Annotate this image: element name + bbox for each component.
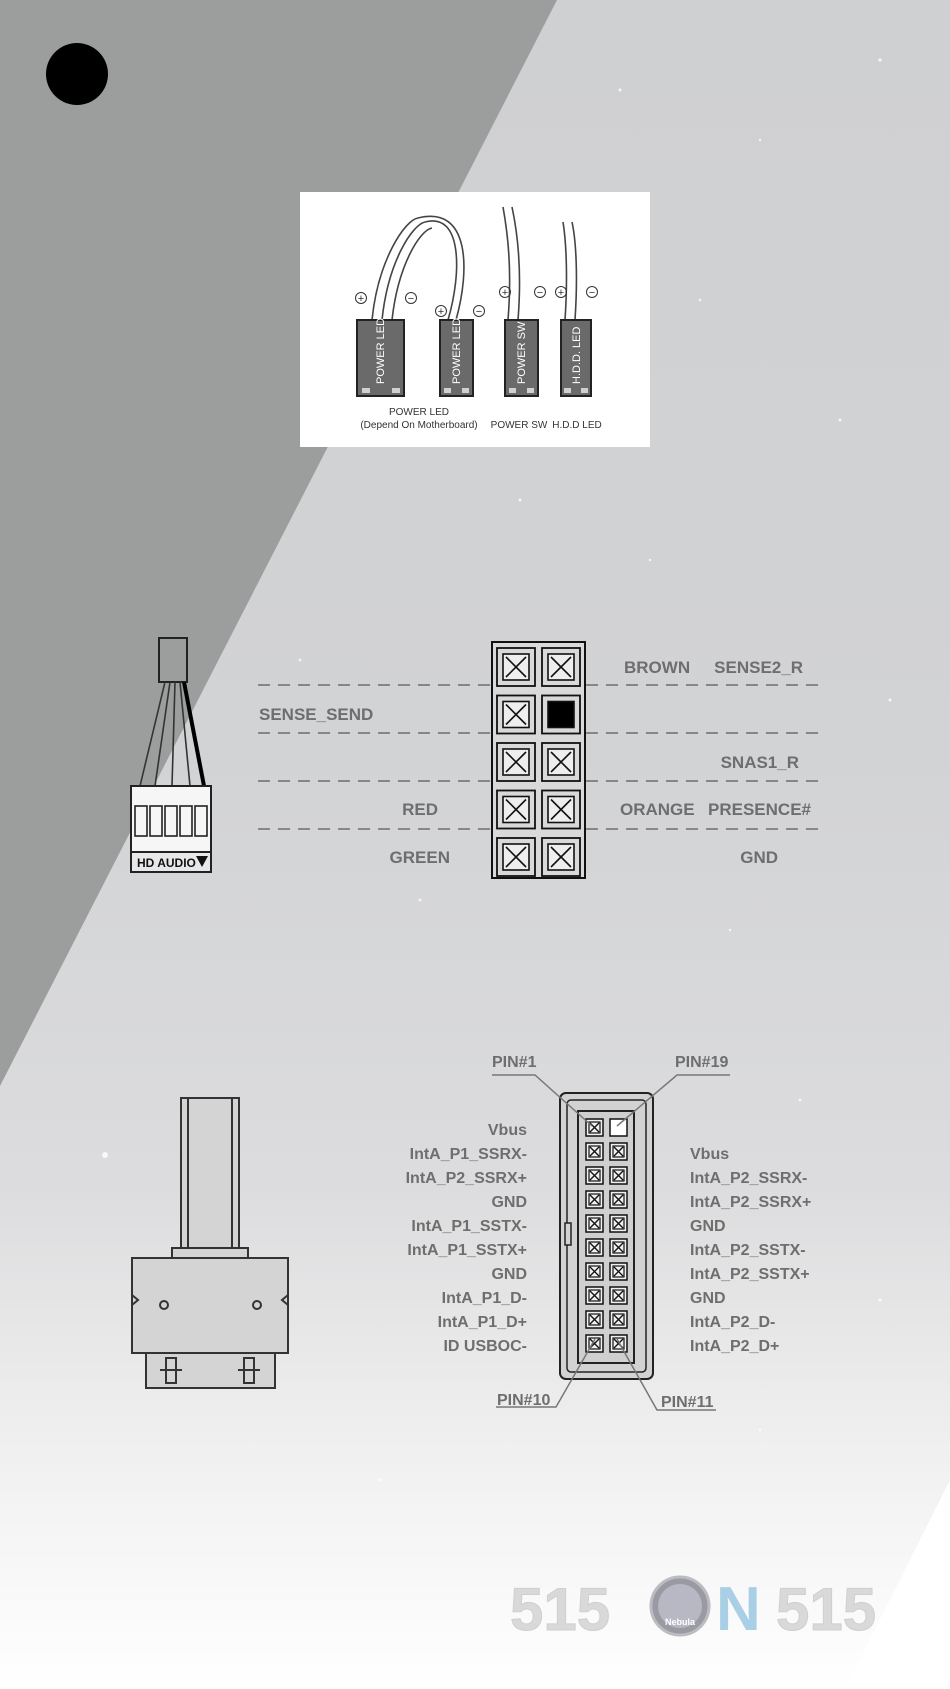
- usb-left-pin-label: Vbus: [488, 1122, 527, 1139]
- usb-pin-r7c1: [585, 1262, 604, 1281]
- usb-left-pin-label: IntA_P1_D+: [438, 1314, 527, 1331]
- hd-audio-pin-r3c2: [541, 742, 581, 782]
- label-green: GREEN: [390, 848, 450, 867]
- usb-left-pin-label: GND: [491, 1266, 527, 1283]
- usb-pin-r1c2: [609, 1118, 628, 1137]
- svg-text:+: +: [438, 306, 444, 318]
- usb-pin-r8c2: [609, 1286, 628, 1305]
- usb-right-pin-label: IntA_P2_D+: [690, 1338, 779, 1355]
- label-orange: ORANGE: [620, 800, 695, 819]
- usb-left-pin-label: GND: [491, 1194, 527, 1211]
- model-number-left: 515: [510, 1576, 610, 1643]
- usb-left-pin-label: IntA_P1_SSTX+: [407, 1242, 527, 1259]
- usb-pin-r5c2: [609, 1214, 628, 1233]
- usb-header: [559, 1092, 654, 1380]
- model-letter-n: N: [716, 1575, 761, 1644]
- usb-plug: [131, 1097, 289, 1389]
- usb-right-pin-label: GND: [690, 1290, 726, 1307]
- usb-pin-r8c1: [585, 1286, 604, 1305]
- pin1-label: PIN#1: [492, 1054, 537, 1071]
- usb-pin-r2c1: [585, 1142, 604, 1161]
- usb-pin-r3c2: [609, 1166, 628, 1185]
- hd-audio-pin-r3c1: [496, 742, 536, 782]
- svg-text:+: +: [358, 293, 364, 305]
- pin10-label: PIN#10: [497, 1392, 550, 1409]
- label-sense2-r: SENSE2_R: [714, 658, 803, 677]
- usb-pin-r6c2: [609, 1238, 628, 1257]
- pin19-label: PIN#19: [675, 1054, 728, 1071]
- hd-audio-figure: HD AUDIO SENSE_SEND RED GREEN BROWN ORAN…: [130, 637, 820, 879]
- usb-header-figure: PIN#1 PIN#19 PIN#10 PIN#11 VbusIntA_P1_S…: [131, 1054, 811, 1411]
- usb-pin-r3c1: [585, 1166, 604, 1185]
- plug-label-power-sw: POWER SW: [516, 321, 528, 384]
- caption-power-led: POWER LED: [389, 407, 449, 418]
- hd-audio-connector-label: HD AUDIO: [137, 856, 196, 870]
- label-red: RED: [402, 800, 438, 819]
- usb-pin-r4c2: [609, 1190, 628, 1209]
- hd-audio-pin-r5c2: [541, 837, 581, 877]
- svg-text:+: +: [502, 287, 508, 299]
- usb-pin-r7c2: [609, 1262, 628, 1281]
- nebula-logo-text: Nebula: [665, 1617, 696, 1627]
- usb-pin-r9c1: [585, 1310, 604, 1329]
- front-panel-figure: + − + − + − + − POWER LED POWER LED P: [300, 192, 650, 447]
- usb-pin-r9c2: [609, 1310, 628, 1329]
- usb-pin-r5c1: [585, 1214, 604, 1233]
- caption-power-sw: POWER SW: [491, 420, 548, 431]
- svg-text:−: −: [476, 306, 482, 318]
- brand-footer: 515 Nebula N 515: [510, 1575, 877, 1644]
- usb-left-pin-label: ID USBOC-: [443, 1338, 527, 1355]
- label-gnd-audio: GND: [740, 848, 778, 867]
- svg-text:+: +: [558, 287, 564, 299]
- hd-audio-pin-r5c1: [496, 837, 536, 877]
- caption-hdd-led: H.D.D LED: [552, 420, 601, 431]
- hd-audio-pin-r4c1: [496, 789, 536, 830]
- svg-text:−: −: [537, 287, 543, 299]
- label-presence: PRESENCE#: [708, 800, 812, 819]
- hd-audio-header: [491, 641, 586, 879]
- hd-audio-pin-r1c2: [541, 647, 581, 687]
- hd-audio-plug: HD AUDIO: [130, 637, 212, 873]
- usb-right-pin-label: IntA_P2_SSTX+: [690, 1266, 810, 1283]
- hd-audio-pin-r4c2: [541, 789, 581, 830]
- usb-right-pin-label: IntA_P2_D-: [690, 1314, 775, 1331]
- usb-left-pin-label: IntA_P1_SSRX-: [410, 1146, 527, 1163]
- usb-left-pin-label: IntA_P2_SSRX+: [406, 1170, 527, 1187]
- usb-right-pin-label: Vbus: [690, 1146, 729, 1163]
- label-snas1-r: SNAS1_R: [721, 753, 799, 772]
- bottom-right-band: [845, 1480, 950, 1689]
- usb-right-pin-label: IntA_P2_SSRX-: [690, 1170, 807, 1187]
- svg-text:−: −: [408, 293, 414, 305]
- caption-depend: (Depend On Motherboard): [360, 420, 477, 431]
- pin11-label: PIN#11: [661, 1394, 714, 1411]
- hd-audio-pin-r2c1: [496, 694, 536, 735]
- usb-right-pin-label: IntA_P2_SSTX-: [690, 1242, 806, 1259]
- label-brown: BROWN: [624, 658, 690, 677]
- usb-pin-r6c1: [585, 1238, 604, 1257]
- usb-pin-r10c2: [609, 1334, 628, 1353]
- hd-audio-pin-r1c1: [496, 647, 536, 687]
- section-dot: [46, 43, 108, 105]
- usb-right-pin-label: GND: [690, 1218, 726, 1235]
- label-sense-send: SENSE_SEND: [259, 705, 373, 724]
- left-diagonal-band: [0, 0, 557, 1086]
- plug-label-power-led-2: POWER LED: [451, 318, 463, 384]
- plug-label-power-led-1: POWER LED: [375, 318, 387, 384]
- hd-audio-pin-r2c2: [541, 694, 581, 735]
- plug-label-hdd-led: H.D.D. LED: [571, 326, 583, 384]
- usb-right-pin-label: IntA_P2_SSRX+: [690, 1194, 811, 1211]
- model-number-right: 515: [776, 1576, 876, 1643]
- usb-left-pin-label: IntA_P1_SSTX-: [411, 1218, 527, 1235]
- usb-pin-r1c1: [585, 1118, 604, 1137]
- usb-pin-r4c1: [585, 1190, 604, 1209]
- usb-left-pin-label: IntA_P1_D-: [442, 1290, 527, 1307]
- svg-text:−: −: [589, 287, 595, 299]
- usb-pin-r2c2: [609, 1142, 628, 1161]
